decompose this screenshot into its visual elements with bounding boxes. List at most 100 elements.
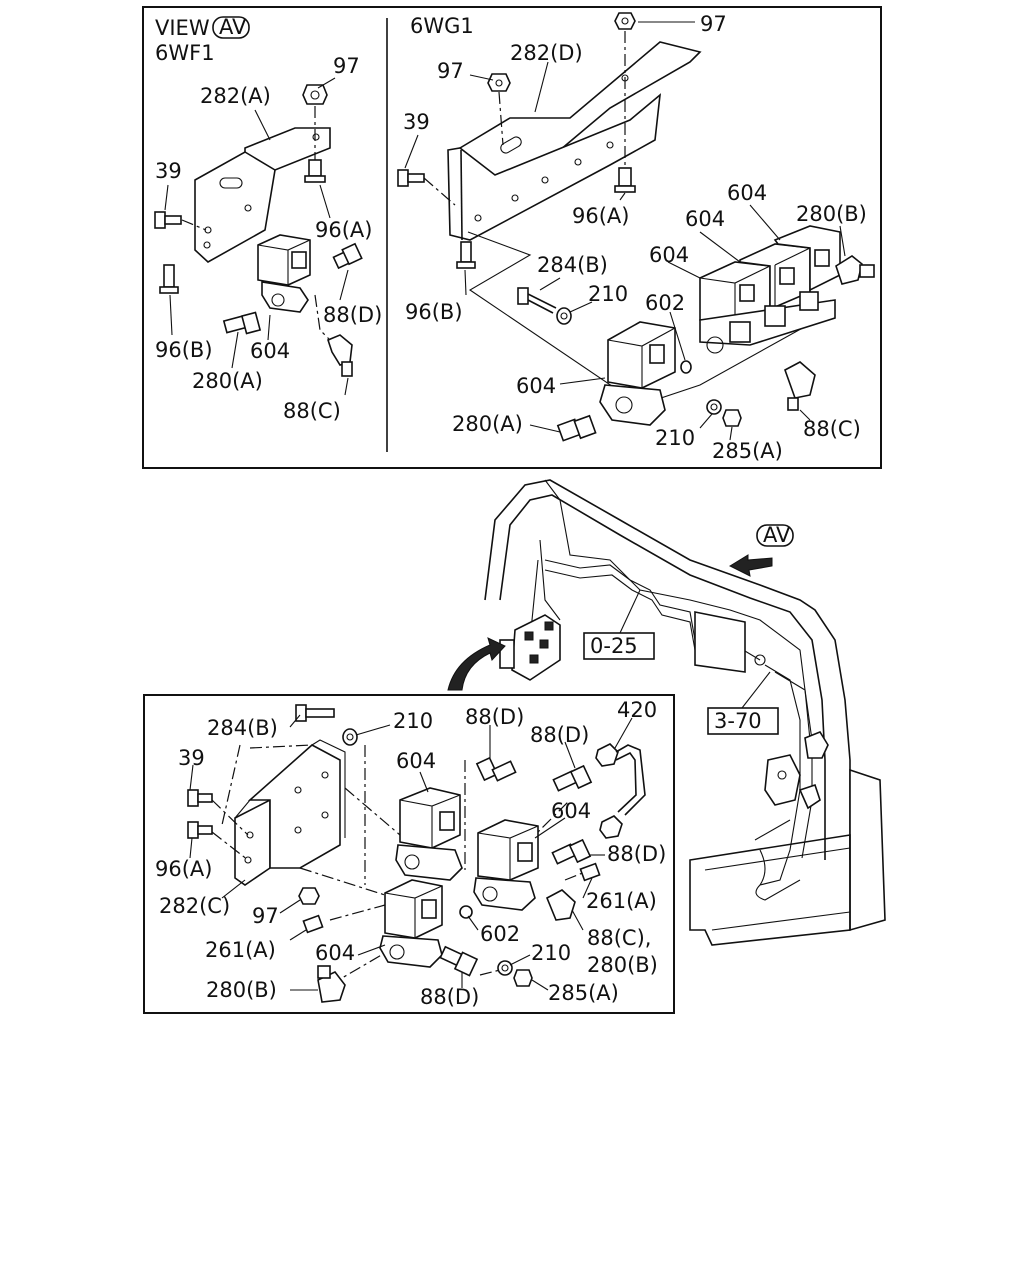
chassis-rail-edges xyxy=(704,847,851,931)
ref-box-3-70 xyxy=(707,707,779,735)
label-602-bottom: 602 xyxy=(480,922,520,946)
label-604-a: 604 xyxy=(727,181,767,205)
bolt-39-left xyxy=(154,211,207,231)
stud-261a-left xyxy=(302,914,324,934)
bolt-96a-right xyxy=(614,167,636,193)
label-96a: 96(A) xyxy=(315,218,372,242)
fitting-280a-right xyxy=(556,414,597,442)
washer-210-bottom-top xyxy=(342,728,358,746)
label-39-right: 39 xyxy=(403,110,430,134)
bolt-284b-bottom xyxy=(295,704,335,722)
bolt-96b-left xyxy=(159,264,179,294)
bottom-panel-frame xyxy=(143,694,675,1014)
label-210-b: 210 xyxy=(655,426,695,450)
label-88d-2: 88(D) xyxy=(530,723,589,747)
label-282d: 282(D) xyxy=(510,41,583,65)
view-prefix: VIEW xyxy=(155,16,210,40)
label-97: 97 xyxy=(333,54,360,78)
label-282c: 282(C) xyxy=(159,894,230,918)
frame-arch-edge xyxy=(544,479,811,741)
ref-label-0-25: 0-25 xyxy=(590,634,638,658)
label-96b-right: 96(B) xyxy=(405,300,463,324)
label-604-bottom-b: 604 xyxy=(551,799,591,823)
label-280a: 280(A) xyxy=(192,369,263,393)
overview-view-label: AV xyxy=(763,523,791,547)
label-261a-right: 261(A) xyxy=(586,889,657,913)
elbow-88c-bottom xyxy=(545,889,576,921)
label-604-d: 604 xyxy=(516,374,556,398)
valve-604-single xyxy=(599,321,676,426)
fitting-88d-upper-right xyxy=(552,764,593,792)
leaders-left xyxy=(164,77,349,396)
label-210-a: 210 xyxy=(588,282,628,306)
elbow-280b-right xyxy=(835,255,875,285)
overview-right-bracket xyxy=(764,731,829,810)
model-label-6wf1: 6WF1 xyxy=(155,41,215,65)
valve-604-right-bottom xyxy=(473,819,539,911)
leaders-bottom xyxy=(189,714,633,991)
oring-602-bottom xyxy=(459,905,473,919)
washer-210-right xyxy=(706,399,722,415)
label-604-bottom-a: 604 xyxy=(396,749,436,773)
label-604-c: 604 xyxy=(649,243,689,267)
label-285a-right: 285(A) xyxy=(712,439,783,463)
nut-97-top xyxy=(614,12,636,30)
elbow-88c-left xyxy=(314,294,353,377)
fitting-88d-mid xyxy=(551,838,592,865)
bolt-39-right xyxy=(397,169,456,206)
label-88c-bottom: 88(C), xyxy=(587,926,651,950)
label-285a-bottom: 285(A) xyxy=(548,981,619,1005)
label-604: 604 xyxy=(250,339,290,363)
view-badge-label: AV xyxy=(219,15,247,39)
axis-97-mid xyxy=(498,91,504,146)
valve-bank-604 xyxy=(699,225,841,354)
valve-604-left xyxy=(257,234,311,313)
nut-97-mid xyxy=(487,73,511,92)
label-284b-right: 284(B) xyxy=(537,253,608,277)
overview-valve-cluster xyxy=(499,614,561,681)
elbow-88c-right xyxy=(784,361,816,411)
label-280b-right: 280(B) xyxy=(796,202,867,226)
pipe-run-2 xyxy=(544,569,741,659)
frame-arch-inner xyxy=(499,494,826,860)
zoom-arrow xyxy=(447,637,506,691)
bolt-96a xyxy=(304,159,326,183)
ref-label-3-70: 3-70 xyxy=(714,709,762,733)
label-88d-4: 88(D) xyxy=(420,985,479,1009)
label-284b-bottom: 284(B) xyxy=(207,716,278,740)
label-602-right: 602 xyxy=(645,291,685,315)
top-panel xyxy=(142,6,882,469)
model-label-6wg1: 6WG1 xyxy=(410,14,474,38)
bolt-39-bottom xyxy=(187,789,213,807)
valve-604-lower xyxy=(379,879,443,968)
bolt-284b xyxy=(517,287,572,325)
label-280a-right: 280(A) xyxy=(452,412,523,436)
ref-box-0-25 xyxy=(583,632,655,660)
label-97-mid: 97 xyxy=(437,59,464,83)
frame-box xyxy=(694,611,746,673)
fitting-dot xyxy=(754,654,766,666)
bolt-96a-bottom xyxy=(187,821,213,839)
label-97-bottom: 97 xyxy=(252,904,279,928)
nut-97 xyxy=(302,84,328,105)
label-280b-bottom-right: 280(B) xyxy=(587,953,658,977)
label-97-top: 97 xyxy=(700,12,727,36)
label-88c-right: 88(C) xyxy=(803,417,861,441)
label-96b: 96(B) xyxy=(155,338,213,362)
top-panel-frame xyxy=(142,6,882,469)
leaders-right xyxy=(404,21,846,441)
label-210-bottom-a: 210 xyxy=(393,709,433,733)
bracket-282d xyxy=(447,41,702,241)
chassis-rail xyxy=(689,834,851,946)
label-280b-bottom-left: 280(B) xyxy=(206,978,277,1002)
bracket-282a xyxy=(194,127,331,263)
nut-285a-right xyxy=(722,409,742,427)
label-96a-right: 96(A) xyxy=(572,204,629,228)
view-6wf1: VIEW AV 6WF1 xyxy=(154,15,382,423)
label-39: 39 xyxy=(155,159,182,183)
fitting-88d-left xyxy=(332,242,363,270)
nut-97-bottom xyxy=(298,887,320,905)
fitting-88d-lower xyxy=(439,945,479,977)
label-39-bottom: 39 xyxy=(178,746,205,770)
